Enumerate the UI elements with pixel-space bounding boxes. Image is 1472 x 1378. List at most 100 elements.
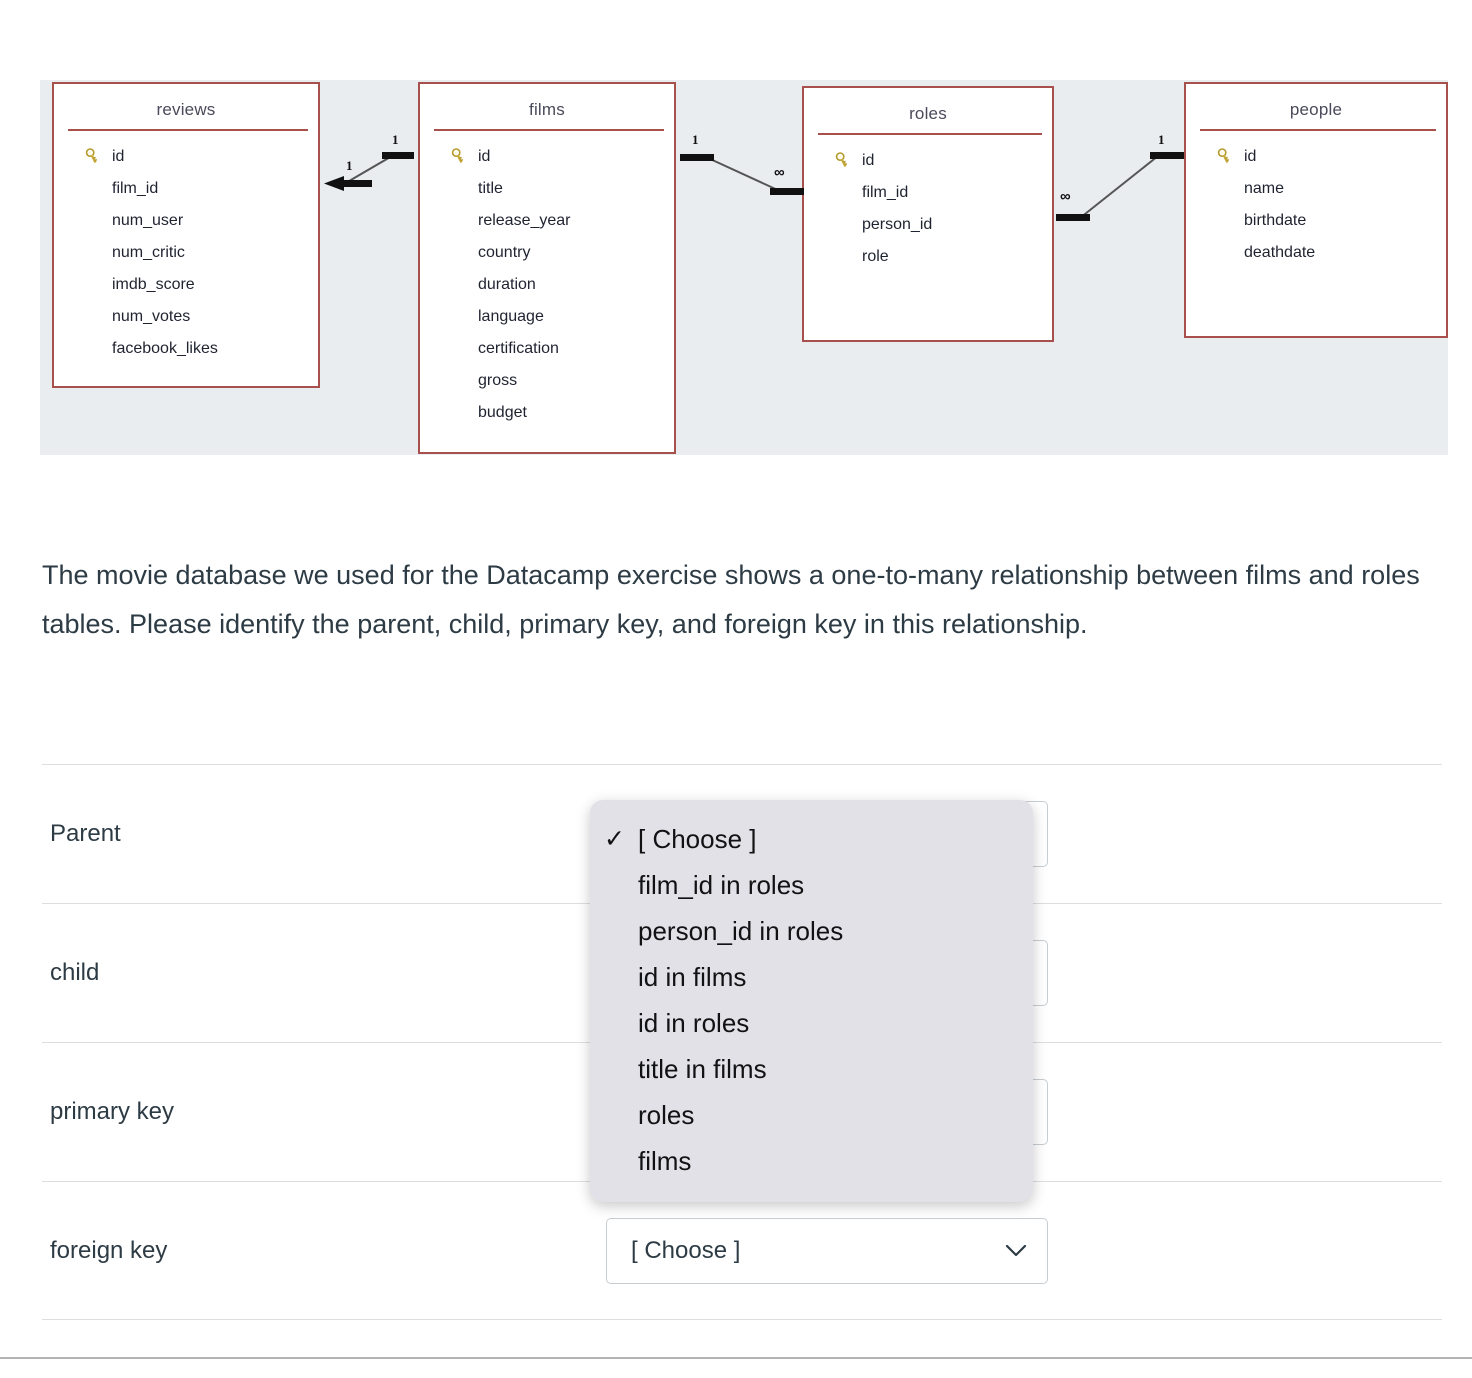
dropdown-option-person-id-in-roles[interactable]: person_id in roles [590,908,1033,954]
row-label: primary key [50,1098,175,1125]
er-field-row: duration [420,269,674,301]
er-field-label: id [478,148,491,165]
relationship-films-reviews: 1 1 [320,132,420,196]
er-field-row: role [804,241,1052,273]
er-table-title: films [529,100,565,119]
primary-key-icon [835,152,848,168]
er-field-label: duration [478,276,536,293]
er-title-rule [1200,129,1436,131]
dropdown-option-title-in-films[interactable]: title in films [590,1046,1033,1092]
er-table-roles: roles id film_id person_id role [802,86,1054,342]
er-field-row: budget [420,397,674,429]
er-field-label: certification [478,340,559,357]
er-field-row: id [804,145,1052,177]
er-field-row: num_votes [54,301,318,333]
er-field-label: person_id [862,216,933,233]
er-field-label: budget [478,404,527,421]
er-table-reviews: reviews id film_id num_user num_critic i… [52,82,320,388]
relationship-people-roles: ∞ 1 [1054,132,1186,232]
cardinality-label-one: 1 [346,158,353,173]
cardinality-label-one: 1 [392,132,399,147]
dropdown-option-id-in-films[interactable]: id in films [590,954,1033,1000]
row-label: child [50,959,100,986]
er-field-label: film_id [862,184,909,201]
dropdown-option-choose[interactable]: ✓ [ Choose ] [590,816,1033,862]
relationship-line [1056,152,1184,221]
er-table-people: people id name birthdate deathdate [1184,82,1448,338]
select-foreign-key[interactable]: [ Choose ] [606,1217,1048,1284]
er-title-rule [818,133,1042,135]
relationship-line [324,152,414,191]
check-icon: ✓ [604,825,625,853]
er-field-row: birthdate [1186,205,1446,237]
er-field-label: language [478,308,544,325]
er-title-rule [434,129,664,131]
er-field-label: film_id [112,180,159,197]
question-text: The movie database we used for the Datac… [42,560,1420,639]
er-field-label: release_year [478,212,571,229]
er-field-label: birthdate [1244,212,1307,229]
er-title-rule [68,129,308,131]
er-diagram: reviews id film_id num_user num_critic i… [40,80,1448,455]
er-field-label: num_user [112,212,184,229]
er-field-row: country [420,237,674,269]
er-field-list: id film_id person_id role [804,135,1052,273]
er-field-row: person_id [804,209,1052,241]
er-field-row: certification [420,333,674,365]
er-field-row: id [1186,141,1446,173]
er-field-row: deathdate [1186,237,1446,269]
er-field-row: id [420,141,674,173]
cardinality-label-one: 1 [692,132,699,147]
er-table-films: films id title release_year country dura… [418,82,676,454]
chevron-down-icon [1005,1244,1027,1256]
er-field-label: imdb_score [112,276,195,293]
er-table-title: roles [909,104,947,123]
er-field-row: num_user [54,205,318,237]
er-field-label: id [1244,148,1257,165]
er-field-label: deathdate [1244,244,1316,261]
dropdown-option-label: films [638,1146,692,1176]
er-field-row: facebook_likes [54,333,318,365]
dropdown-option-label: [ Choose ] [638,824,757,854]
dropdown-option-id-in-roles[interactable]: id in roles [590,1000,1033,1046]
dropdown-option-label: id in films [638,962,747,992]
dropdown-option-roles[interactable]: roles [590,1092,1033,1138]
primary-key-icon [451,148,464,164]
select-value: [ Choose ] [631,1236,741,1264]
er-field-label: name [1244,180,1285,197]
er-field-label: id [112,148,125,165]
er-field-label: role [862,248,889,265]
er-field-row: film_id [54,173,318,205]
primary-key-icon [85,148,98,164]
er-field-list: id name birthdate deathdate [1186,131,1446,269]
relationship-films-roles: 1 ∞ [678,132,806,206]
er-field-label: country [478,244,531,261]
er-field-row: gross [420,365,674,397]
dropdown-option-films[interactable]: films [590,1138,1033,1184]
dropdown-option-label: person_id in roles [638,916,844,946]
dropdown-option-label: title in films [638,1054,767,1084]
dropdown-options-list[interactable]: ✓ [ Choose ] film_id in roles person_id … [590,800,1033,1202]
cardinality-label-many: ∞ [1060,188,1071,205]
dropdown-option-film-id-in-roles[interactable]: film_id in roles [590,862,1033,908]
er-field-row: num_critic [54,237,318,269]
dropdown-option-label: roles [638,1100,695,1130]
row-label: Parent [50,820,121,847]
er-field-row: name [1186,173,1446,205]
row-label: foreign key [50,1236,168,1264]
primary-key-icon [1217,148,1230,164]
cardinality-label-many: ∞ [774,164,785,181]
er-field-label: id [862,152,875,169]
er-field-label: num_votes [112,308,191,325]
er-field-row: id [54,141,318,173]
relationship-line [680,154,804,195]
dropdown-option-label: id in roles [638,1008,750,1038]
er-field-label: title [478,180,503,197]
er-field-row: language [420,301,674,333]
er-field-label: gross [478,372,518,389]
er-field-row: release_year [420,205,674,237]
er-field-label: facebook_likes [112,340,218,357]
er-field-list: id film_id num_user num_critic imdb_scor… [54,131,318,365]
page-bottom-divider [0,1357,1472,1359]
er-table-title: people [1289,100,1343,119]
